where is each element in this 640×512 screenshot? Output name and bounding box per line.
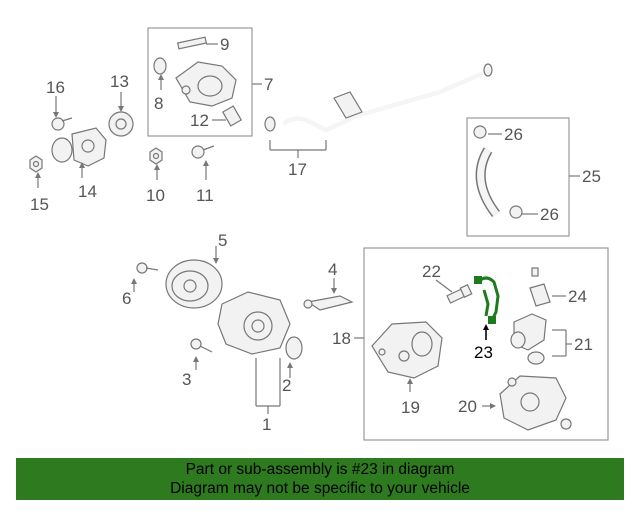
callout-13: 13 bbox=[110, 72, 129, 91]
callout-26-upper: 26 bbox=[504, 125, 523, 144]
part-14-thermostat-housing[interactable] bbox=[51, 127, 107, 167]
callout-1: 1 bbox=[262, 415, 271, 434]
part-9-stud[interactable] bbox=[176, 36, 208, 50]
callout-15: 15 bbox=[30, 195, 49, 214]
part-11-bolt[interactable] bbox=[191, 145, 215, 159]
part-10-nut[interactable] bbox=[149, 147, 163, 165]
part-24-bracket[interactable] bbox=[529, 267, 551, 307]
part-12-plug[interactable] bbox=[221, 105, 243, 127]
callout-26-lower: 26 bbox=[540, 205, 559, 224]
part-1-water-pump[interactable] bbox=[217, 291, 291, 355]
callout-20: 20 bbox=[458, 397, 477, 416]
callout-24: 24 bbox=[568, 287, 587, 306]
banner-line-2: Diagram may not be specific to your vehi… bbox=[170, 480, 470, 497]
callout-23: 23 bbox=[474, 343, 493, 362]
part-13-seal[interactable] bbox=[108, 111, 134, 137]
part-20-housing[interactable] bbox=[499, 375, 572, 431]
callout-18: 18 bbox=[332, 329, 351, 348]
part-22-sensor[interactable] bbox=[446, 283, 473, 304]
callout-9: 9 bbox=[220, 35, 229, 54]
callout-17: 17 bbox=[288, 160, 307, 179]
part-5-pulley[interactable] bbox=[165, 259, 223, 309]
part-15-nut[interactable] bbox=[29, 155, 43, 173]
part-4-pipe[interactable] bbox=[303, 295, 354, 311]
part-26-clamp-upper[interactable] bbox=[473, 125, 487, 139]
part-7-water-outlet[interactable] bbox=[175, 61, 237, 107]
callout-16: 16 bbox=[46, 78, 65, 97]
part-21-outlet[interactable] bbox=[510, 313, 547, 365]
part-26-clamp-lower[interactable] bbox=[509, 205, 523, 219]
callout-14: 14 bbox=[78, 182, 97, 201]
callout-5: 5 bbox=[218, 231, 227, 250]
part-17-water-pipe[interactable] bbox=[264, 63, 493, 133]
part-19-thermostat-housing[interactable] bbox=[371, 321, 443, 379]
part-8-oring[interactable] bbox=[153, 57, 167, 75]
info-banner: Part or sub-assembly is #23 in diagram D… bbox=[16, 458, 624, 500]
callout-7: 7 bbox=[264, 75, 273, 94]
callout-10: 10 bbox=[146, 186, 165, 205]
callout-22: 22 bbox=[422, 262, 441, 281]
part-16-bolt[interactable] bbox=[51, 117, 73, 131]
callout-6: 6 bbox=[122, 289, 131, 308]
callout-3: 3 bbox=[182, 370, 191, 389]
callout-11: 11 bbox=[196, 186, 214, 205]
callout-21: 21 bbox=[574, 335, 593, 354]
part-6-bolt[interactable] bbox=[136, 262, 159, 274]
callout-4: 4 bbox=[328, 260, 337, 279]
callout-2: 2 bbox=[282, 376, 291, 395]
part-3-bolt[interactable] bbox=[190, 338, 213, 353]
part-25-hose[interactable] bbox=[475, 147, 501, 218]
part-23-highlighted-hose[interactable] bbox=[474, 276, 500, 324]
part-2-gasket[interactable] bbox=[285, 336, 303, 360]
callout-19: 19 bbox=[401, 398, 420, 417]
banner-line-1: Part or sub-assembly is #23 in diagram bbox=[185, 461, 455, 478]
callout-25: 25 bbox=[582, 167, 601, 186]
callout-8: 8 bbox=[154, 94, 163, 113]
callout-12: 12 bbox=[190, 111, 209, 130]
